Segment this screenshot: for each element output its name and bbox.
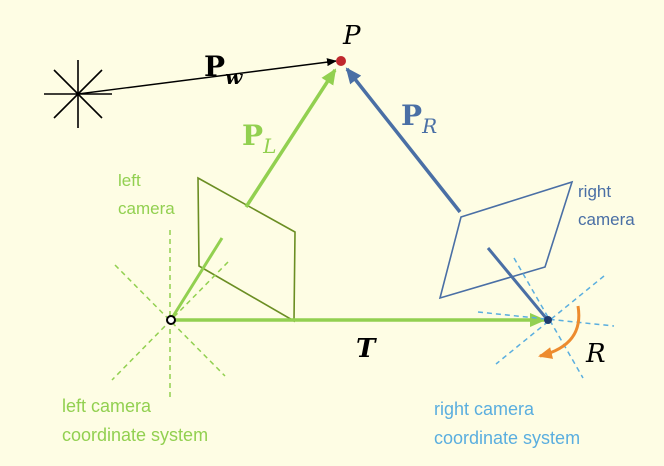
pl-vector-arrow [244,68,337,208]
right-origin-marker [544,316,552,324]
left-camera-image-plane [197,176,296,323]
label-left-camera-line1: left [118,171,141,190]
right-coordinate-axes [477,257,615,379]
label-p: P [342,21,361,51]
label-pl: PL [242,119,276,158]
pr-vector-arrow [345,67,462,214]
right-camera-image-plane [438,180,574,300]
left-optical-axis [170,237,224,319]
label-right-camera-line1: right [578,182,611,201]
label-pr: PR [401,99,437,138]
label-left-coordinate-line2: coordinate system [62,425,208,445]
label-left-coordinate-line1: left camera [62,396,152,416]
rotation-curved-arrow-icon [538,305,581,359]
label-t: T [356,334,377,364]
label-pw: Pw [204,50,243,89]
left-origin-marker [166,315,176,325]
label-right-coordinate-line2: coordinate system [434,428,580,448]
label-right-coordinate-line1: right camera [434,399,535,419]
right-optical-axis [486,247,548,319]
label-left-camera-line2: camera [118,199,175,218]
point-p-marker [336,56,346,66]
label-right-camera-line2: camera [578,210,635,229]
label-r: R [585,339,606,369]
pw-vector-arrow [77,58,337,95]
